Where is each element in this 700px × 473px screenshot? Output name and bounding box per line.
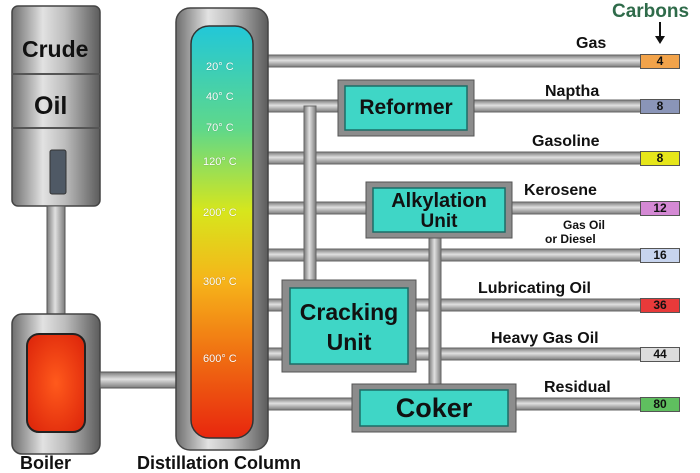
product-name: Heavy Gas Oil (491, 330, 599, 347)
temp-label: 200° C (203, 207, 237, 219)
carbon-badge: 16 (640, 248, 680, 263)
coker-box (351, 383, 517, 433)
crude-label: Crude (22, 36, 89, 62)
temp-label: 300° C (203, 276, 237, 288)
alkylation-label-line2: Unit (420, 211, 458, 232)
cracking-label-line2: Unit (326, 329, 372, 355)
alkylation-box (365, 181, 513, 239)
temp-label: 120° C (203, 156, 237, 168)
product-name: Naptha (545, 83, 600, 100)
boiler-label: Boiler (20, 453, 72, 473)
product-name-line1: Gas Oil (563, 218, 606, 232)
temp-label: 40° C (206, 91, 234, 103)
alkylation-label-line1: Alkylation (391, 190, 487, 212)
reformer-box (337, 79, 475, 137)
reformer-label: Reformer (359, 96, 453, 119)
barrel-to-boiler-pipe (46, 205, 66, 319)
temp-label: 70° C (206, 122, 234, 134)
crude-oil-barrel (11, 5, 101, 207)
product-name: Residual (544, 379, 611, 396)
boiler-to-column-pipe (99, 371, 179, 389)
carbon-badge: 44 (640, 347, 680, 362)
carbons-arrow-icon (655, 22, 665, 44)
product-name: Gasoline (532, 133, 600, 150)
column-label: Distillation Column (137, 453, 301, 473)
carbon-badge: 36 (640, 298, 680, 313)
coker-label: Coker (395, 393, 473, 423)
boiler-vessel (11, 313, 101, 455)
temp-label: 20° C (206, 61, 234, 73)
product-name: Kerosene (524, 182, 597, 199)
carbon-badge: 12 (640, 201, 680, 216)
product-name-line2: or Diesel (545, 232, 596, 246)
cracking-label-line1: Cracking (299, 299, 399, 325)
carbon-badge: 4 (640, 54, 680, 69)
product-name: Gas (576, 35, 607, 52)
oil-label: Oil (34, 92, 68, 120)
carbon-badge: 80 (640, 397, 680, 412)
cracking-box (281, 279, 417, 373)
carbons-header: Carbons (612, 1, 690, 22)
temp-label: 600° C (203, 353, 237, 365)
carbon-badge: 8 (640, 99, 680, 114)
carbon-badge: 8 (640, 151, 680, 166)
distillation-column (175, 7, 269, 451)
product-name: Lubricating Oil (478, 280, 591, 297)
